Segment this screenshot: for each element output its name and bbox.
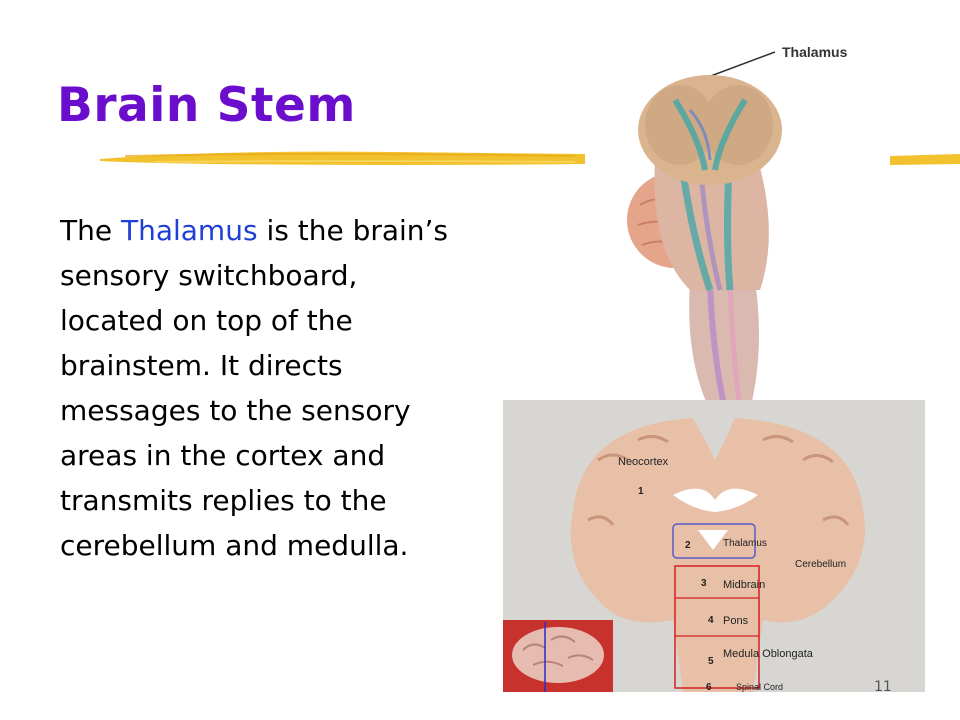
coronal-brain-slice: 1 2 3 4 5 6 Neocortex Thalamus Cerebellu…	[503, 400, 925, 692]
label-number-5: 5	[708, 656, 714, 667]
label-spinal-cord: Spinal Cord	[736, 682, 783, 692]
label-pons: Pons	[723, 615, 749, 627]
slide-title: Brain Stem	[57, 78, 356, 133]
brain-inset-thumbnail	[503, 620, 613, 692]
label-number-1: 1	[638, 486, 644, 497]
label-medulla: Medula Oblongata	[723, 648, 814, 660]
thalamus-highlight: Thalamus	[120, 214, 258, 247]
page-number: 11	[874, 679, 892, 695]
label-number-4: 4	[708, 615, 714, 626]
label-neocortex: Neocortex	[618, 456, 669, 468]
brainstem-illustration: Thalamus	[627, 44, 848, 410]
body-text: The Thalamus is the brain’s sensory swit…	[60, 214, 449, 562]
label-cerebellum: Cerebellum	[795, 559, 846, 570]
label-number-3: 3	[701, 578, 707, 589]
thalamus-label: Thalamus	[782, 44, 848, 60]
title-underline	[100, 151, 960, 165]
label-midbrain: Midbrain	[723, 579, 765, 591]
label-number-6: 6	[706, 682, 712, 692]
label-thalamus: Thalamus	[723, 538, 767, 549]
label-number-2: 2	[685, 540, 691, 551]
